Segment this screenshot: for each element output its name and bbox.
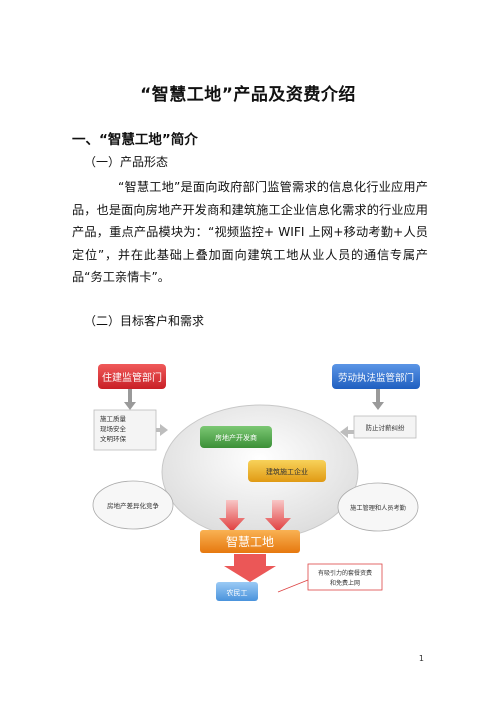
- page-number: 1: [418, 654, 424, 663]
- housing-regulator-label: 住建监管部门: [102, 371, 162, 384]
- offer-callout: [307, 563, 383, 591]
- construction-box: [248, 460, 326, 482]
- right-need-label: 防止讨薪纠纷: [366, 423, 406, 432]
- customer-needs-diagram: 住建监管部门 劳动执法监管部门 施工质量 现场安全 文明环保 防止讨薪纠纷 房地…: [92, 364, 420, 601]
- migrant-workers-box: [216, 582, 258, 601]
- offer-callout-line1: 有吸引力的套餐资费: [318, 569, 372, 577]
- section-heading: 一、“智慧工地”简介: [72, 132, 198, 148]
- document-title: “智慧工地”产品及资费介绍: [140, 85, 356, 105]
- smart-site-banner: [200, 530, 300, 553]
- smart-site-label: 智慧工地: [226, 534, 274, 549]
- left-red-arrow-icon: [219, 500, 245, 532]
- left-need-1: 施工质量: [100, 414, 127, 423]
- worker-arrow-icon: [224, 554, 276, 582]
- developer-label: 房地产开发商: [215, 433, 257, 442]
- migrant-workers-label: 农民工: [227, 588, 248, 597]
- offer-callout-line2: 和免费上网: [330, 579, 360, 587]
- left-need-3: 文明环保: [100, 434, 127, 443]
- left-down-arrow-icon: [124, 388, 136, 410]
- housing-regulator-box: [98, 364, 166, 389]
- management-label: 施工管理和人员考勤: [350, 504, 406, 512]
- left-needs-box: [93, 409, 157, 451]
- labor-regulator-box: [332, 364, 420, 389]
- intro-paragraph: “智慧工地”是面向政府部门监管需求的信息化行业应用产品，也是面向房地产开发商和建…: [72, 180, 428, 284]
- right-down-arrow-icon: [372, 388, 384, 410]
- left-side-arrow-icon: [152, 424, 168, 436]
- labor-regulator-label: 劳动执法监管部门: [338, 372, 414, 384]
- right-side-arrow-icon: [340, 426, 354, 438]
- differentiation-label: 房地产差异化竞争: [107, 501, 160, 510]
- developer-box: [200, 426, 272, 448]
- subsection-heading-customers: （二）目标客户和需求: [84, 314, 205, 328]
- right-need-box: [353, 415, 417, 439]
- differentiation-circle: [92, 480, 174, 530]
- management-circle: [337, 482, 419, 532]
- subsection-heading-form: （一）产品形态: [84, 155, 169, 169]
- right-red-arrow-icon: [265, 500, 291, 532]
- construction-label: 建筑施工企业: [266, 467, 308, 476]
- left-need-2: 现场安全: [100, 424, 127, 433]
